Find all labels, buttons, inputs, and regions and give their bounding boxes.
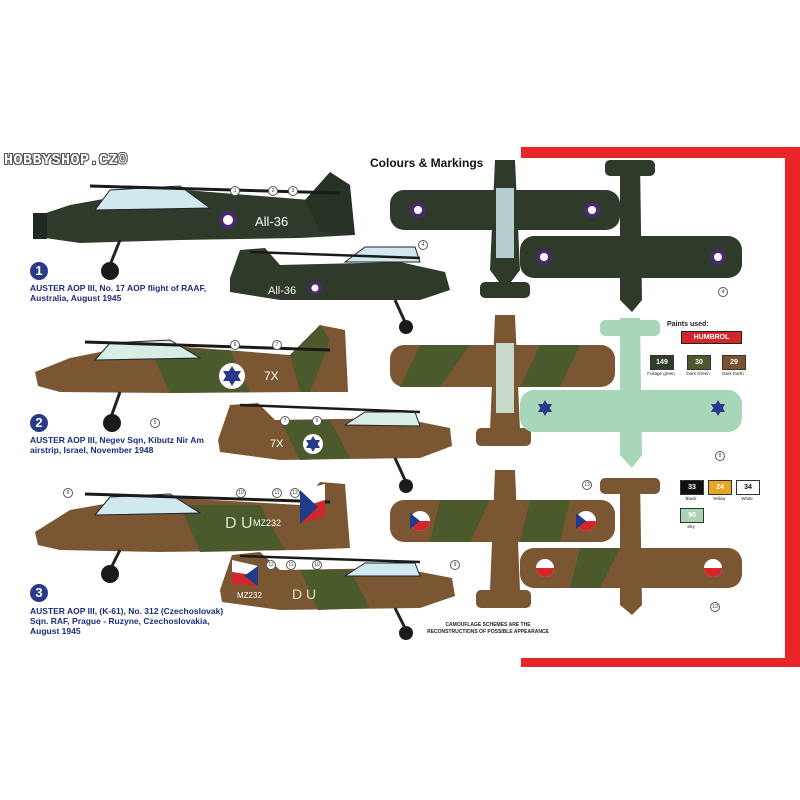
- paint-swatch: 149: [650, 355, 674, 370]
- scheme-2-caption-line: AUSTER AOP III, Negev Sqn, Kibutz Nir Am: [30, 435, 204, 445]
- scheme1-side-right-aircraft: All-36: [230, 246, 450, 334]
- scheme-1-caption-line: Australia, August 1945: [30, 293, 122, 303]
- camouflage-note: CAMOUFLAGE SCHEMES ARE THE RECONSTRUCTIO…: [418, 622, 558, 636]
- callout-marker: 7: [272, 340, 282, 350]
- scheme-3-caption-line: August 1945: [30, 626, 81, 636]
- callout-marker: 9: [450, 560, 460, 570]
- paint-swatch: 30: [687, 355, 711, 370]
- callout-marker: 6: [230, 340, 240, 350]
- scheme1-bottom-view: [520, 160, 742, 312]
- paint-swatch: 29: [722, 355, 746, 370]
- scheme-1-number: 1: [30, 262, 48, 280]
- scheme-1-caption-line: AUSTER AOP III, No. 17 AOP flight of RAA…: [30, 283, 207, 293]
- scheme3-bottom-view: [520, 478, 742, 615]
- scheme2-serial-right: 7X: [270, 438, 284, 450]
- paint-name: Dark Green: [686, 371, 710, 376]
- scheme-1-caption: AUSTER AOP III, No. 17 AOP flight of RAA…: [30, 283, 206, 303]
- callout-marker: 13: [710, 602, 720, 612]
- paint-name: Foliage green: [647, 371, 675, 376]
- paint-swatch: 33: [680, 480, 704, 495]
- callout-marker: 11: [286, 560, 296, 570]
- scheme1-serial-left: All-36: [255, 214, 288, 229]
- scheme3-side-right-aircraft: D U MZ232: [220, 552, 455, 640]
- callout-marker: 6: [312, 416, 322, 426]
- humbrol-logo: HUMBROL: [681, 331, 742, 344]
- watermark: HOBBYSHOP.CZ©: [4, 152, 128, 169]
- callout-marker: 12: [266, 560, 276, 570]
- callout-marker: 8: [715, 451, 725, 461]
- paint-name: White: [741, 496, 753, 501]
- scheme-3-caption: AUSTER AOP III, (K-61), No. 312 (Czechos…: [30, 606, 223, 636]
- scheme-2-caption-line: airstrip, Israel, November 1948: [30, 445, 154, 455]
- scheme3-serial-left: MZ232: [253, 518, 281, 528]
- callout-marker: 5: [150, 418, 160, 428]
- scheme3-code-right: D U: [292, 586, 316, 602]
- scheme1-side-left-aircraft: All-36: [33, 172, 355, 280]
- callout-marker: 10: [236, 488, 246, 498]
- callout-marker: 4: [418, 240, 428, 250]
- scheme2-side-right-aircraft: 7X: [218, 403, 452, 493]
- callout-marker: 4: [718, 287, 728, 297]
- paint-swatch: 24: [708, 480, 732, 495]
- paint-name: Yellow: [712, 496, 726, 501]
- callout-marker: 1: [230, 186, 240, 196]
- scheme2-bottom-view: [520, 318, 742, 468]
- scheme-3-number: 3: [30, 584, 48, 602]
- scheme3-code-left: D U: [225, 515, 253, 532]
- scheme1-top-view: [390, 160, 620, 298]
- callout-marker: 7: [280, 416, 290, 426]
- scheme2-side-left-aircraft: 7X: [35, 325, 348, 432]
- callout-marker: 9: [63, 488, 73, 498]
- scheme3-side-left-aircraft: D U MZ232: [35, 482, 350, 583]
- paint-swatch: 90: [680, 508, 704, 523]
- scheme3-top-view: [390, 470, 615, 608]
- callout-marker: 3: [288, 186, 298, 196]
- callout-marker: 11: [272, 488, 282, 498]
- scheme2-serial-left: 7X: [264, 369, 279, 383]
- page-title: Colours & Markings: [370, 156, 484, 170]
- scheme3-serial-right: MZ232: [237, 591, 262, 600]
- paint-swatch: 34: [736, 480, 760, 495]
- paints-label: Paints used:: [667, 321, 709, 328]
- scheme-2-caption: AUSTER AOP III, Negev Sqn, Kibutz Nir Am…: [30, 435, 204, 455]
- callout-marker: 13: [582, 480, 592, 490]
- scheme1-serial-right: All-36: [268, 285, 296, 297]
- scheme-3-caption-line: Sqn. RAF, Prague - Ruzyne, Czechoslovaki…: [30, 616, 210, 626]
- scheme-2-number: 2: [30, 414, 48, 432]
- callout-marker: 10: [312, 560, 322, 570]
- note-line: CAMOUFLAGE SCHEMES ARE THE: [445, 622, 531, 628]
- paint-name: Sky: [687, 524, 695, 529]
- callout-marker: 2: [268, 186, 278, 196]
- note-line: RECONSTRUCTIONS OF POSSIBLE APPEARANCE: [427, 629, 549, 635]
- paint-name: Dark Earth: [722, 371, 744, 376]
- scheme-3-caption-line: AUSTER AOP III, (K-61), No. 312 (Czechos…: [30, 606, 224, 616]
- callout-marker: 12: [290, 488, 300, 498]
- paint-name: Black: [685, 496, 697, 501]
- scheme2-top-view: [390, 315, 615, 446]
